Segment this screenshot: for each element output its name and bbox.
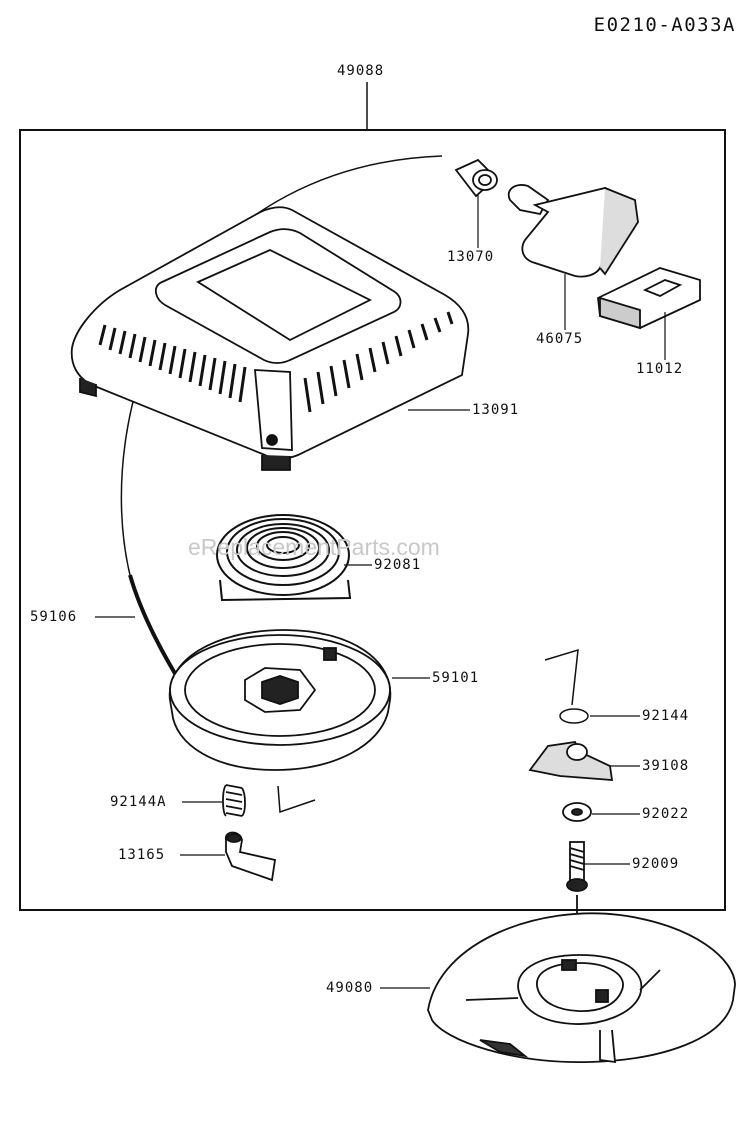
part-label-49088[interactable]: 49088 [337,63,385,79]
recoil-spring [216,514,352,602]
part-label-39108[interactable]: 39108 [642,758,690,774]
starter-handle [507,184,639,278]
part-label-92009[interactable]: 92009 [632,856,680,872]
part-label-92144[interactable]: 92144 [642,708,690,724]
part-label-59101[interactable]: 59101 [432,670,480,686]
part-label-49080[interactable]: 49080 [326,980,374,996]
ratchet-39108 [528,741,614,781]
bushing-13070 [454,158,498,198]
part-label-13165[interactable]: 13165 [118,847,166,863]
watermark: eReplacementParts.com [188,534,440,560]
recoil-cover [70,206,470,471]
part-label-92081[interactable]: 92081 [374,557,422,573]
diagram-code: E0210-A033A [593,14,736,36]
pawl-pin [277,785,316,814]
washer-92144 [544,648,589,724]
part-label-13070[interactable]: 13070 [447,249,495,265]
rope-reel [168,629,392,771]
washer-92022 [562,802,592,822]
pawl-13165 [225,831,277,882]
part-label-59106[interactable]: 59106 [30,609,78,625]
part-label-46075[interactable]: 46075 [536,331,584,347]
part-label-92022[interactable]: 92022 [642,806,690,822]
starter-drum [427,912,736,1064]
spring-92144A [222,784,246,817]
screw-92009 [566,841,588,892]
assembly-box [19,129,726,911]
part-label-92144A[interactable]: 92144A [110,794,167,810]
handle-insert [597,267,701,330]
cover-vents [98,311,454,413]
part-label-13091[interactable]: 13091 [472,402,520,418]
part-label-11012[interactable]: 11012 [636,361,684,377]
